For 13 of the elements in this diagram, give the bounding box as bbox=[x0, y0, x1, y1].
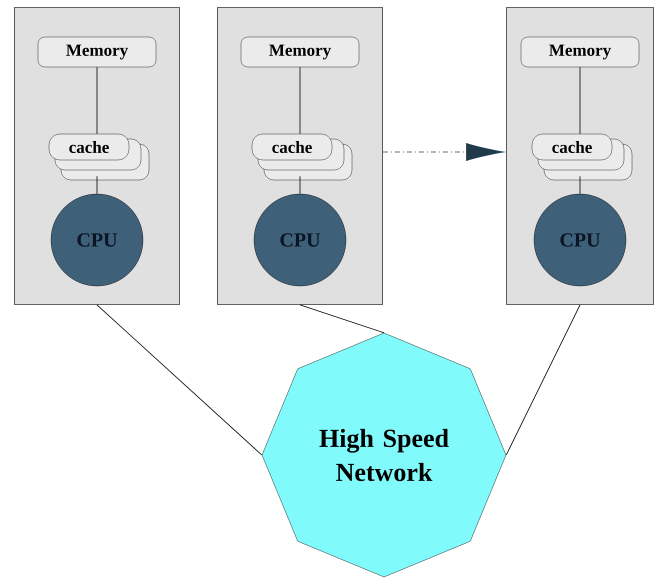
cache-stack: cache bbox=[532, 134, 632, 180]
connector-line bbox=[300, 304, 384, 334]
connector-line bbox=[96, 304, 262, 456]
connector-line bbox=[96, 176, 98, 194]
cache-stack: cache bbox=[252, 134, 352, 180]
memory-box: Memory bbox=[240, 36, 360, 68]
memory-box: Memory bbox=[520, 36, 640, 68]
connector-line bbox=[506, 304, 580, 456]
connector-line bbox=[96, 66, 98, 134]
cache-stack: cache bbox=[48, 134, 150, 180]
memory-box: Memory bbox=[38, 36, 156, 68]
network-octagon: High Speed Network bbox=[262, 332, 506, 578]
arrow bbox=[382, 143, 504, 161]
